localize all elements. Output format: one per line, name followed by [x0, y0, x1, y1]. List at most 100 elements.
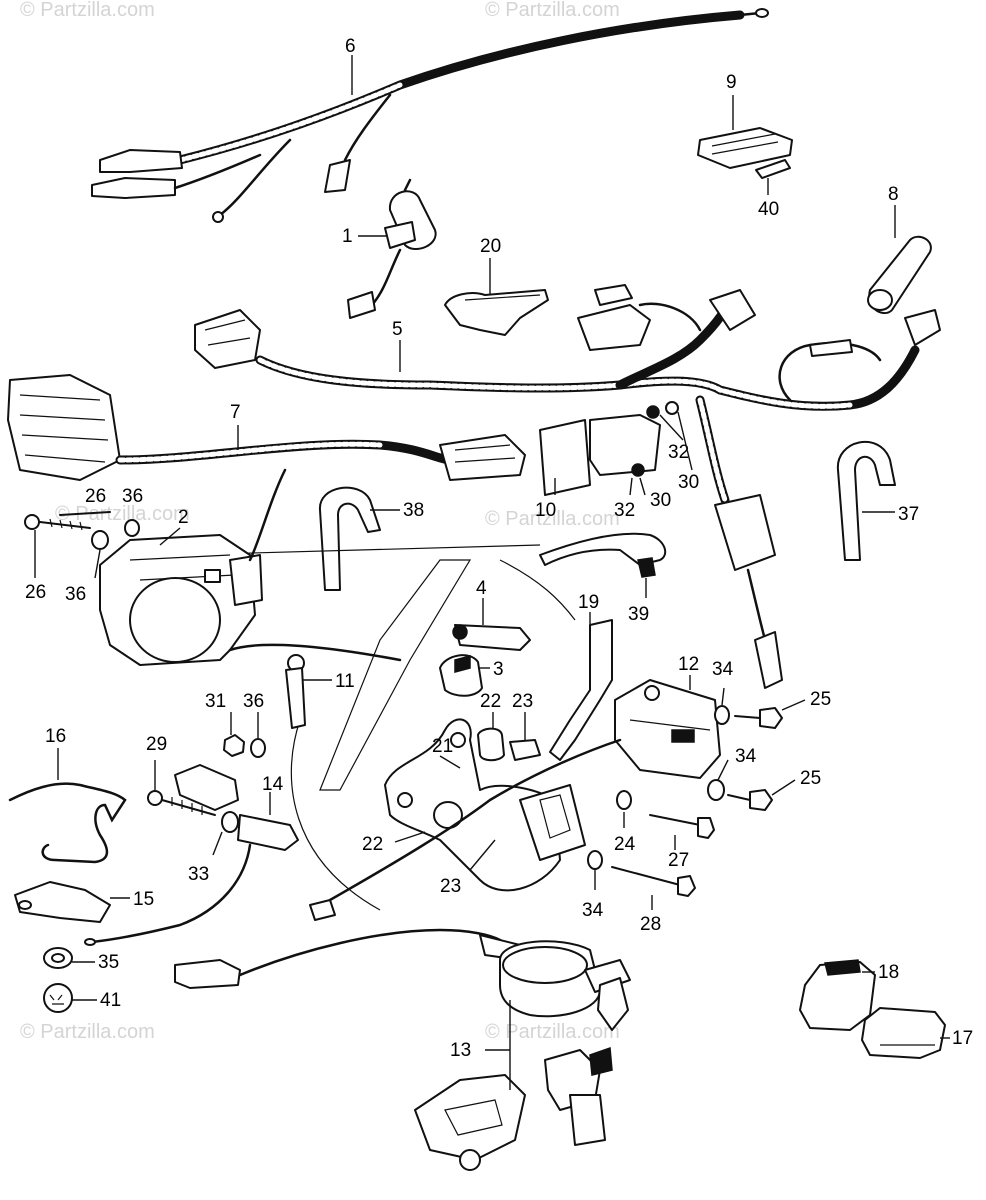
callout-32: 32: [668, 442, 689, 463]
part-29-bolt[interactable]: [147, 764, 239, 816]
part-39-strap[interactable]: [539, 532, 667, 578]
part-6-sub-harness[interactable]: [91, 8, 769, 223]
callout-26: 26: [25, 582, 46, 603]
watermark: © Partzilla.com: [485, 1021, 620, 1043]
callout-7: 7: [230, 402, 241, 423]
watermark: © Partzilla.com: [20, 1021, 155, 1043]
watermark: © Partzilla.com: [20, 0, 155, 21]
callout-2: 2: [178, 507, 189, 528]
callout-16: 16: [45, 726, 66, 747]
part-12-unit[interactable]: [328, 679, 721, 902]
part-36-washer[interactable]: [91, 519, 140, 550]
part-13-ignition-switch[interactable]: [174, 928, 631, 1171]
part-21-bracket[interactable]: [384, 718, 586, 892]
callout-9: 9: [726, 72, 737, 93]
part-33-washer[interactable]: [221, 811, 239, 833]
callout-39: 39: [628, 604, 649, 625]
part-16-spring-wire[interactable]: [8, 782, 127, 864]
callout-30: 30: [650, 490, 671, 511]
callout-32: 32: [614, 500, 635, 521]
part-5-main-harness[interactable]: [194, 284, 941, 505]
callout-25: 25: [810, 689, 831, 710]
part-35-grommet[interactable]: [43, 947, 73, 969]
callout-18: 18: [878, 962, 899, 983]
watermarks: © Partzilla.com © Partzilla.com © Partzi…: [20, 0, 620, 1043]
callout-23: 23: [512, 691, 533, 712]
callout-20: 20: [480, 236, 501, 257]
part-8-cap[interactable]: [867, 235, 932, 315]
part-15-plate[interactable]: [14, 881, 111, 923]
part-22-collar[interactable]: [477, 727, 505, 762]
part-19-bracket[interactable]: [549, 619, 613, 761]
part-17-relay[interactable]: [861, 1007, 946, 1059]
part-7-harness[interactable]: [7, 374, 526, 481]
watermark: © Partzilla.com: [485, 508, 620, 530]
part-37-strap[interactable]: [836, 441, 896, 561]
callout-8: 8: [888, 184, 899, 205]
part-14-fitting[interactable]: [237, 814, 299, 851]
callout-6: 6: [345, 36, 356, 57]
callout-33: 33: [188, 864, 209, 885]
watermark: © Partzilla.com: [485, 0, 620, 21]
part-34-washer[interactable]: [587, 705, 730, 870]
part-4-socket[interactable]: [452, 624, 531, 651]
callout-34: 34: [735, 746, 757, 767]
part-3-holder[interactable]: [439, 654, 483, 697]
part-25-bolt[interactable]: [727, 707, 783, 811]
wire-lead: [90, 843, 252, 944]
callout-36: 36: [243, 691, 264, 712]
callout-41: 41: [100, 990, 121, 1011]
callout-21: 21: [432, 736, 453, 757]
part-26-screw[interactable]: [24, 514, 91, 531]
part-26-screw[interactable]: [59, 511, 111, 516]
ignition-coil[interactable]: [714, 494, 783, 689]
callout-24: 24: [614, 834, 636, 855]
callout-36: 36: [65, 584, 86, 605]
part-40-fuse[interactable]: [755, 159, 791, 179]
callout-1: 1: [342, 226, 353, 247]
callout-17: 17: [952, 1028, 973, 1049]
part-11-terminal[interactable]: [228, 643, 402, 729]
callout-4: 4: [476, 578, 487, 599]
callout-25: 25: [800, 768, 821, 789]
callout-3: 3: [493, 659, 504, 680]
callout-12: 12: [678, 654, 699, 675]
part-9-fuse-holder[interactable]: [697, 127, 793, 169]
part-1-condenser[interactable]: [347, 178, 437, 319]
callout-13: 13: [450, 1040, 471, 1061]
callout-29: 29: [146, 734, 167, 755]
part-20-clip[interactable]: [444, 289, 549, 336]
part-31-nut[interactable]: [223, 734, 245, 757]
callout-40: 40: [758, 199, 779, 220]
callout-35: 35: [98, 952, 119, 973]
callout-5: 5: [392, 319, 403, 340]
part-24-washer[interactable]: [616, 790, 632, 810]
callout-11: 11: [335, 671, 355, 692]
callout-36: 36: [122, 486, 143, 507]
part-36-washer[interactable]: [250, 738, 266, 758]
callout-38: 38: [403, 500, 424, 521]
part-2-rectifier[interactable]: [99, 468, 287, 666]
callout-14: 14: [262, 774, 284, 795]
callout-22: 22: [362, 834, 383, 855]
watermark: © Partzilla.com: [55, 503, 190, 525]
callout-28: 28: [640, 914, 661, 935]
callout-30: 30: [678, 472, 699, 493]
callout-10: 10: [535, 500, 556, 521]
callout-37: 37: [898, 504, 919, 525]
callout-23: 23: [440, 876, 461, 897]
part-28-bolt[interactable]: [611, 866, 696, 897]
callout-15: 15: [133, 889, 154, 910]
callout-31: 31: [205, 691, 226, 712]
part-18-cover[interactable]: [799, 959, 876, 1031]
part-27-bolt[interactable]: [649, 814, 715, 839]
callout-34: 34: [712, 659, 734, 680]
callout-26: 26: [85, 486, 106, 507]
part-23-collar[interactable]: [509, 739, 541, 761]
callout-22: 22: [480, 691, 501, 712]
part-38-strap[interactable]: [318, 486, 381, 591]
part-41-grommet[interactable]: [43, 983, 73, 1013]
callout-19: 19: [578, 592, 599, 613]
callout-34: 34: [582, 900, 604, 921]
